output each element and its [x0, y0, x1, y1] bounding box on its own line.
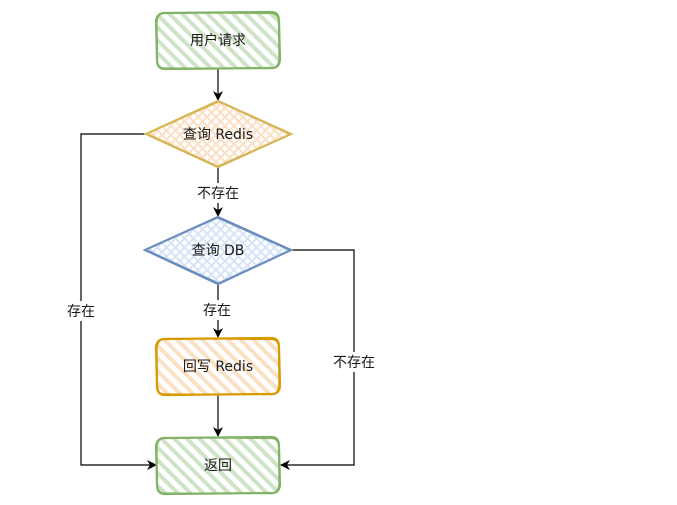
node-query-db-label: 查询 DB	[192, 243, 245, 259]
edge-label-redis-not-exist: 不存在	[197, 186, 239, 202]
node-write-back-redis: 回写 Redis	[154, 336, 282, 397]
node-query-db: 查询 DB	[142, 215, 294, 286]
node-return: 返回	[154, 435, 282, 496]
edge-label-db-not-exist: 不存在	[333, 355, 375, 371]
edge-label-redis-exist: 存在	[67, 304, 95, 320]
node-query-redis-label: 查询 Redis	[183, 127, 253, 143]
edge-label-db-exist: 存在	[203, 303, 231, 319]
node-write-back-redis-label: 回写 Redis	[183, 359, 253, 375]
node-query-redis: 查询 Redis	[143, 99, 294, 169]
node-return-label: 返回	[204, 458, 232, 474]
node-user-request-label: 用户请求	[190, 32, 246, 49]
edge-redis-exist	[80, 133, 157, 470]
node-user-request: 用户请求	[154, 10, 282, 71]
